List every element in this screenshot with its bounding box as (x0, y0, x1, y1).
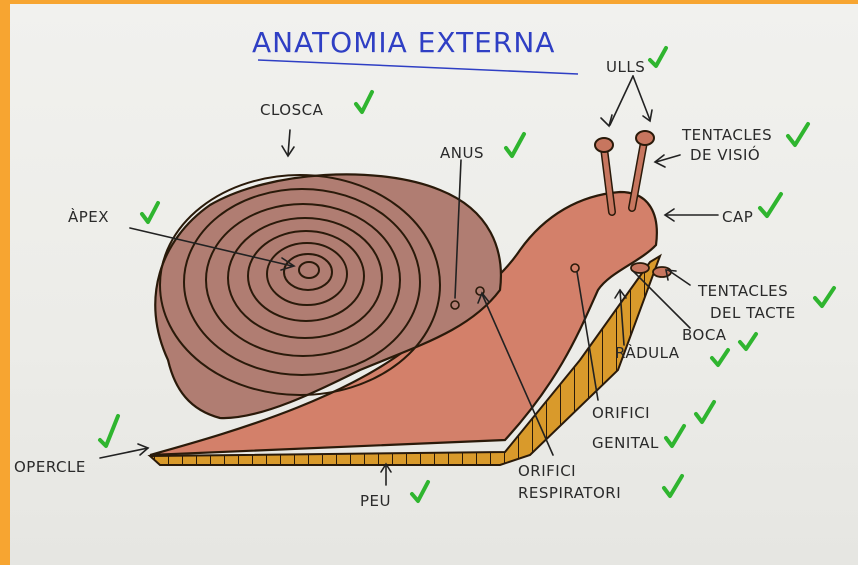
touch-tentacle-2 (653, 267, 671, 277)
label-radula: RÀDULA (615, 343, 680, 362)
check-icon (506, 134, 524, 156)
label-orifici-genital-1: ORIFICI (592, 404, 650, 422)
label-orifici-resp-1: ORIFICI (518, 462, 576, 480)
label-opercle: OPERCLE (14, 458, 86, 476)
label-closca: CLOSCA (260, 101, 324, 119)
check-icon (666, 426, 684, 446)
label-ulls: ULLS (606, 58, 645, 76)
label-orifici-genital-2: GENITAL (592, 434, 659, 452)
label-tentacles-tacte-2: DEL TACTE (710, 304, 796, 322)
check-icon (412, 482, 428, 501)
check-icon (696, 402, 714, 422)
eye-left (595, 138, 613, 152)
label-tentacles-visio-2: DE VISIÓ (690, 145, 760, 164)
eye-right (636, 131, 654, 145)
check-icon (740, 334, 756, 349)
check-icon (760, 194, 781, 216)
label-boca: BOCA (682, 326, 727, 344)
check-icon (815, 288, 834, 306)
title-underline (258, 60, 578, 74)
check-icon (788, 124, 808, 145)
diagram-title: ANATOMIA EXTERNA (252, 26, 555, 59)
label-tentacles-tacte-1: TENTACLES (697, 282, 788, 300)
label-orifici-resp-2: RESPIRATORI (518, 484, 621, 502)
label-anus: ANUS (440, 144, 484, 162)
check-icon (356, 92, 372, 112)
label-tentacles-visio-1: TENTACLES (681, 126, 772, 144)
label-apex: ÀPEX (68, 207, 109, 226)
check-icon (664, 476, 682, 496)
check-icon (650, 48, 666, 66)
label-peu: PEU (360, 492, 391, 510)
check-icon (142, 203, 158, 222)
check-icon (100, 416, 118, 446)
label-cap: CAP (722, 208, 753, 226)
check-icon (712, 350, 728, 365)
